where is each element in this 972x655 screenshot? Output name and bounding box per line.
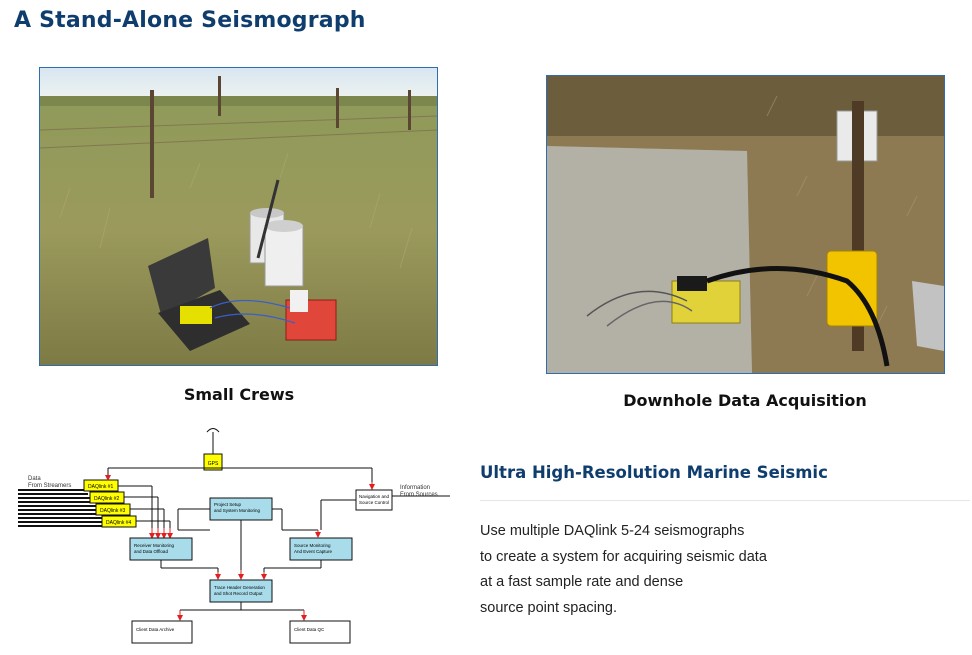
client-data-qc-box xyxy=(289,620,351,644)
data-from-streamers-label: Data From Streamers xyxy=(28,476,71,489)
marine-description: Use multiple DAQlink 5-24 seismographs t… xyxy=(480,519,950,621)
description-line: at a fast sample rate and dense xyxy=(480,574,684,590)
gps-box xyxy=(203,453,223,471)
information-from-sources-label: Information From Sources xyxy=(400,485,438,498)
project-setup-label: Project Setup and System Monitoring xyxy=(214,502,261,513)
client-data-archive-box xyxy=(131,620,193,644)
streamer-lines xyxy=(18,489,108,527)
marine-system-diagram: GPS DAQlink #1 DAQlink #2 DAQlink #3 DAQ… xyxy=(18,428,450,644)
divider xyxy=(480,500,970,501)
trace-header-box xyxy=(209,579,273,603)
gps-label: GPS xyxy=(208,461,219,467)
small-crews-photo xyxy=(39,67,438,366)
client-data-archive-label: Client Data Archive xyxy=(136,627,175,632)
downhole-caption: Downhole Data Acquisition xyxy=(623,391,867,410)
description-line: to create a system for acquiring seismic… xyxy=(480,548,767,565)
trace-header-label: Trace Header Generation and Shot Record … xyxy=(214,585,266,596)
daqlink-label-3: DAQlink #3 xyxy=(100,508,126,514)
daqlink-label-4: DAQlink #4 xyxy=(106,520,132,526)
downhole-photo xyxy=(546,75,945,374)
source-monitoring-label: Source Monitoring And Event Capture xyxy=(294,543,333,554)
receiver-monitoring-label: Receiver Monitoring and Data Offload xyxy=(134,543,175,554)
description-line: Use multiple DAQlink 5-24 seismographs xyxy=(480,523,745,539)
small-crews-caption: Small Crews xyxy=(183,385,295,404)
gps-antenna-icon xyxy=(206,428,220,454)
daqlink-label-1: DAQlink #1 xyxy=(88,484,114,490)
daqlink-label-2: DAQlink #2 xyxy=(94,496,120,502)
navigation-source-control-label: Navigation and Source Control xyxy=(359,494,390,505)
client-data-qc-label: Client Data QC xyxy=(294,627,325,632)
page-title: A Stand-Alone Seismograph xyxy=(14,8,366,33)
description-line: source point spacing. xyxy=(480,599,618,616)
marine-heading: Ultra High-Resolution Marine Seismic xyxy=(480,463,828,482)
